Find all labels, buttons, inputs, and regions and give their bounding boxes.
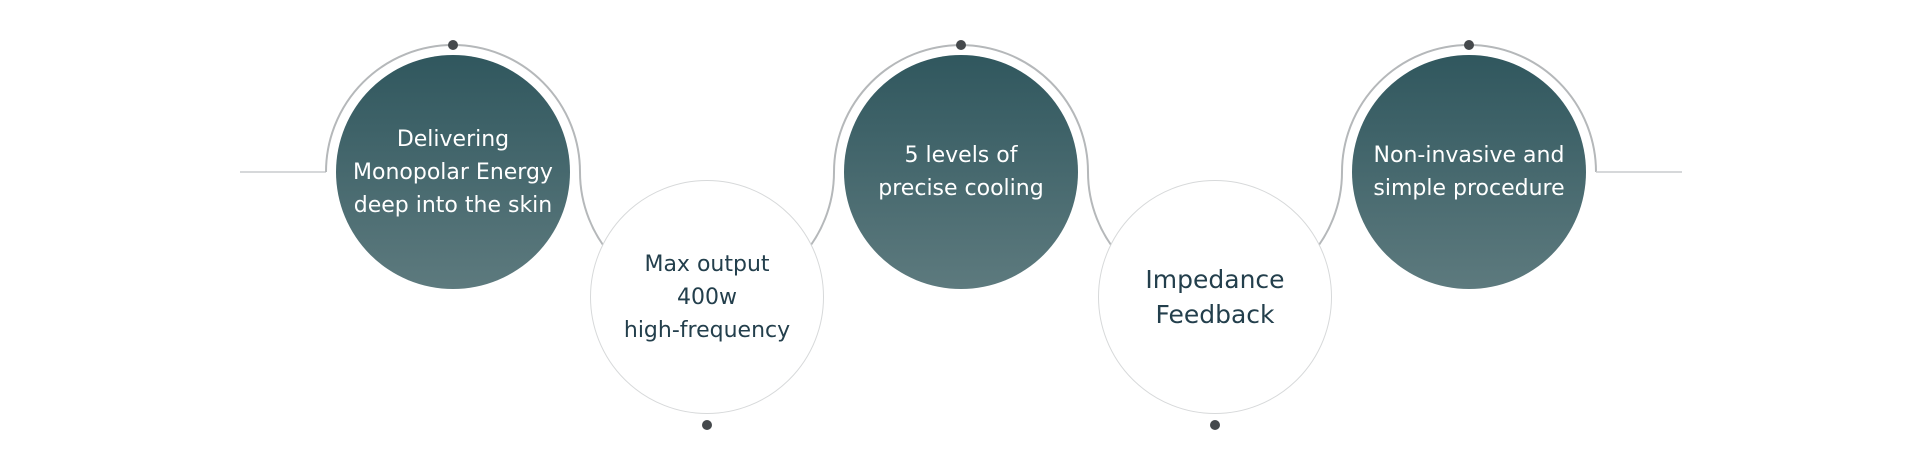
node-dot-4 xyxy=(1210,420,1220,430)
node-dot-2 xyxy=(702,420,712,430)
feature-circle-impedance: Impedance Feedback xyxy=(1098,180,1332,414)
node-dot-1 xyxy=(448,40,458,50)
feature-circle-cooling: 5 levels of precise cooling xyxy=(844,55,1078,289)
node-dot-3 xyxy=(956,40,966,50)
node-dot-5 xyxy=(1464,40,1474,50)
feature-circle-non-invasive: Non-invasive and simple procedure xyxy=(1352,55,1586,289)
feature-label: 5 levels of precise cooling xyxy=(878,143,1044,201)
feature-circle-max-output: Max output 400w high-frequency xyxy=(590,180,824,414)
feature-label: Max output 400w high-frequency xyxy=(623,251,791,343)
feature-circle-monopolar-energy: Delivering Monopolar Energy deep into th… xyxy=(336,55,570,289)
feature-label: Non-invasive and simple procedure xyxy=(1373,143,1565,201)
feature-label: Delivering Monopolar Energy deep into th… xyxy=(353,126,553,218)
feature-label: Impedance Feedback xyxy=(1145,265,1285,329)
